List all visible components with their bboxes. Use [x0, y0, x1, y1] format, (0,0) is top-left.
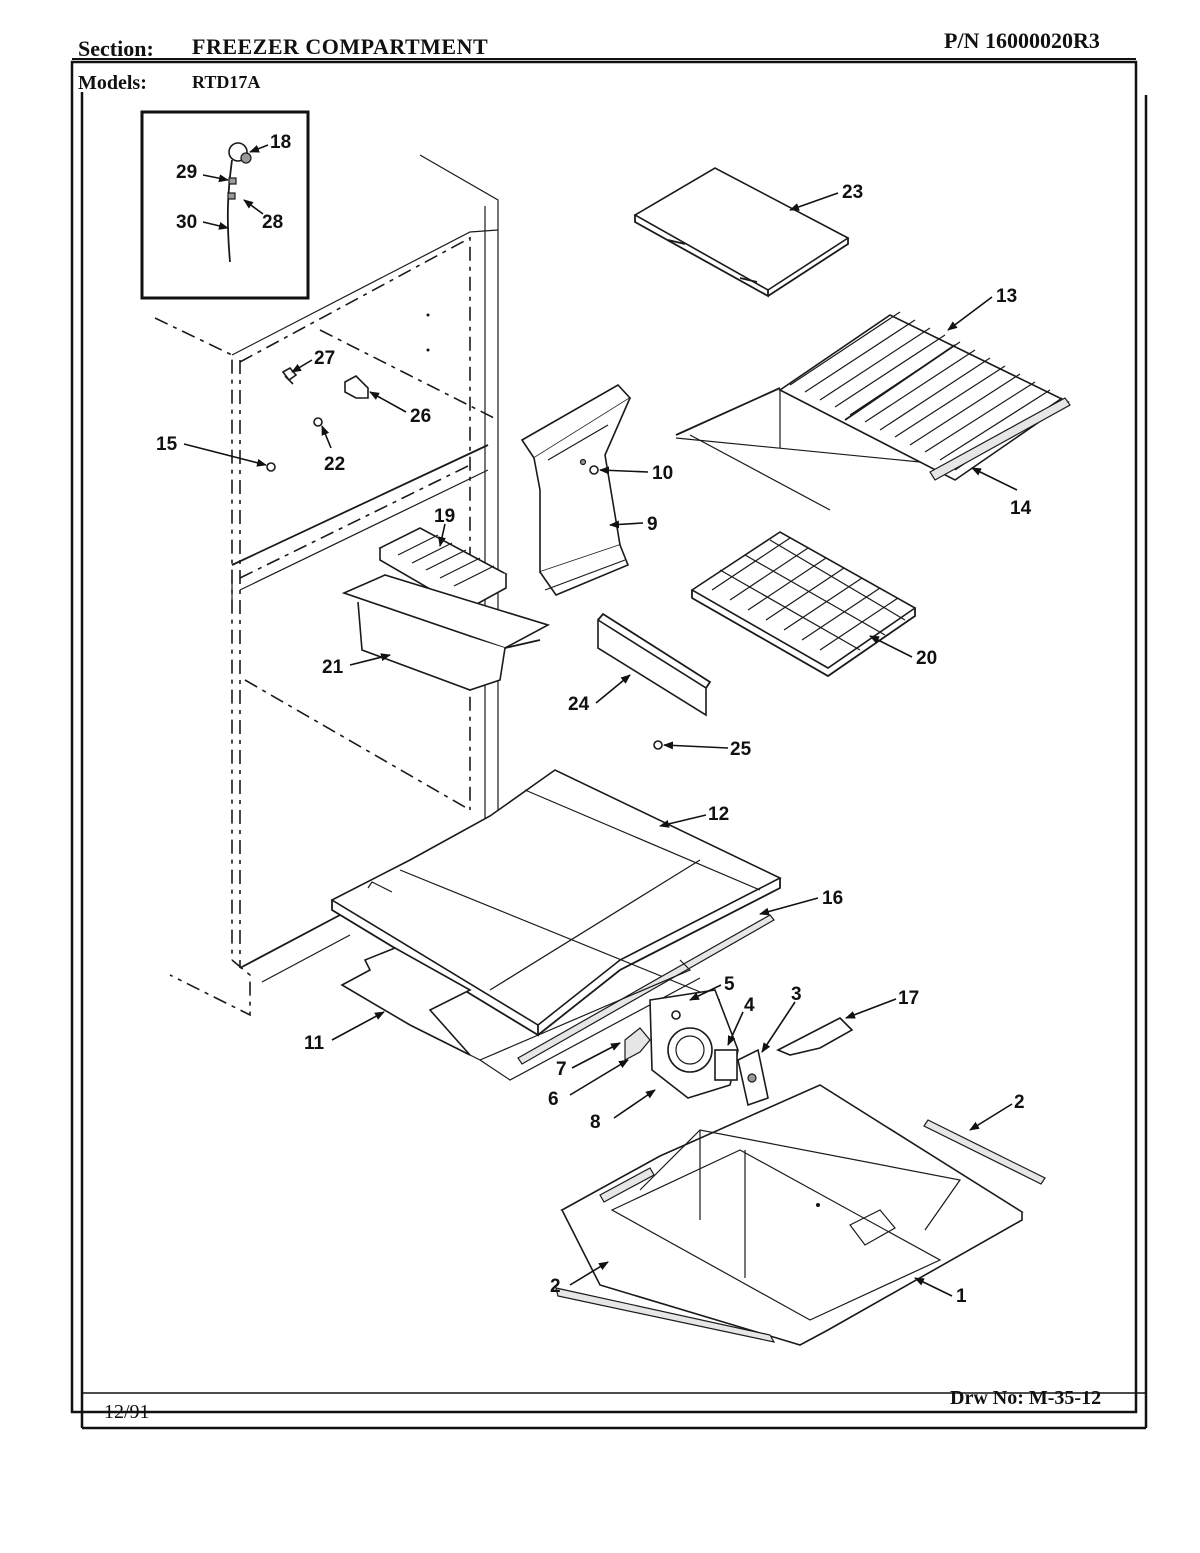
- callout-1: 1: [956, 1286, 967, 1307]
- section-label: Section:: [78, 36, 154, 61]
- small-hardware: [266, 313, 430, 472]
- part-11-insulation: [340, 947, 701, 1081]
- part-3-thermostat: [737, 1048, 769, 1107]
- part-25-screw: [653, 740, 663, 750]
- callout-12: 12: [708, 804, 729, 825]
- callout-28: 28: [262, 212, 283, 233]
- section-title: FREEZER COMPARTMENT: [192, 34, 489, 59]
- callout-5: 5: [724, 974, 735, 995]
- callout-6: 6: [548, 1089, 559, 1110]
- callout-27: 27: [314, 348, 335, 369]
- callout-23: 23: [842, 182, 863, 203]
- part-21-ice-bin: [341, 574, 551, 691]
- callout-7: 7: [556, 1059, 567, 1080]
- callout-20: 20: [916, 648, 937, 669]
- callout-8: 8: [590, 1112, 601, 1133]
- callout-2-right: 2: [1014, 1092, 1025, 1113]
- callout-9: 9: [647, 514, 658, 535]
- part-14-shelf-trim: [929, 397, 1071, 481]
- callout-29: 29: [176, 162, 197, 183]
- callout-22: 22: [324, 454, 345, 475]
- models-value: RTD17A: [192, 72, 261, 92]
- callout-24: 24: [568, 694, 590, 715]
- callout-25: 25: [730, 739, 752, 760]
- callout-14: 14: [1010, 498, 1032, 519]
- part-13-wire-shelf: [675, 311, 1070, 511]
- callout-leaders: [183, 144, 1018, 1297]
- callout-4: 4: [744, 995, 755, 1016]
- part-9-air-duct: [520, 383, 632, 596]
- callout-labels: 18 29 28 30 23 27 26 22 15 13 14 10 9 19…: [156, 132, 1032, 1307]
- part-2-rails: [555, 1119, 1046, 1343]
- part-20-grille: [690, 531, 917, 678]
- callout-18: 18: [270, 132, 291, 153]
- callout-17: 17: [898, 988, 919, 1009]
- part-24-plate: [597, 612, 712, 717]
- callout-2-left: 2: [550, 1276, 561, 1297]
- callout-3: 3: [791, 984, 802, 1005]
- part-17-cover: [776, 1017, 854, 1056]
- callout-16: 16: [822, 888, 843, 909]
- page-border: [70, 58, 1148, 1430]
- callout-15: 15: [156, 434, 178, 455]
- damper-control-inset: [140, 110, 310, 300]
- callout-26: 26: [410, 406, 431, 427]
- callout-30: 30: [176, 212, 197, 233]
- part-number: P/N 16000020R3: [944, 28, 1100, 53]
- models-label: Models:: [78, 72, 147, 94]
- callout-10: 10: [652, 463, 673, 484]
- part-10-screw: [579, 458, 599, 475]
- callout-19: 19: [434, 506, 455, 527]
- fan-motor-assembly: [624, 989, 739, 1099]
- callout-11: 11: [304, 1033, 325, 1054]
- part-1-evaporator-pan: [560, 1084, 1024, 1346]
- callout-21: 21: [322, 657, 344, 678]
- part-12-freezer-floor: [330, 769, 782, 1037]
- part-23-cover: [633, 167, 850, 298]
- callout-13: 13: [996, 286, 1017, 307]
